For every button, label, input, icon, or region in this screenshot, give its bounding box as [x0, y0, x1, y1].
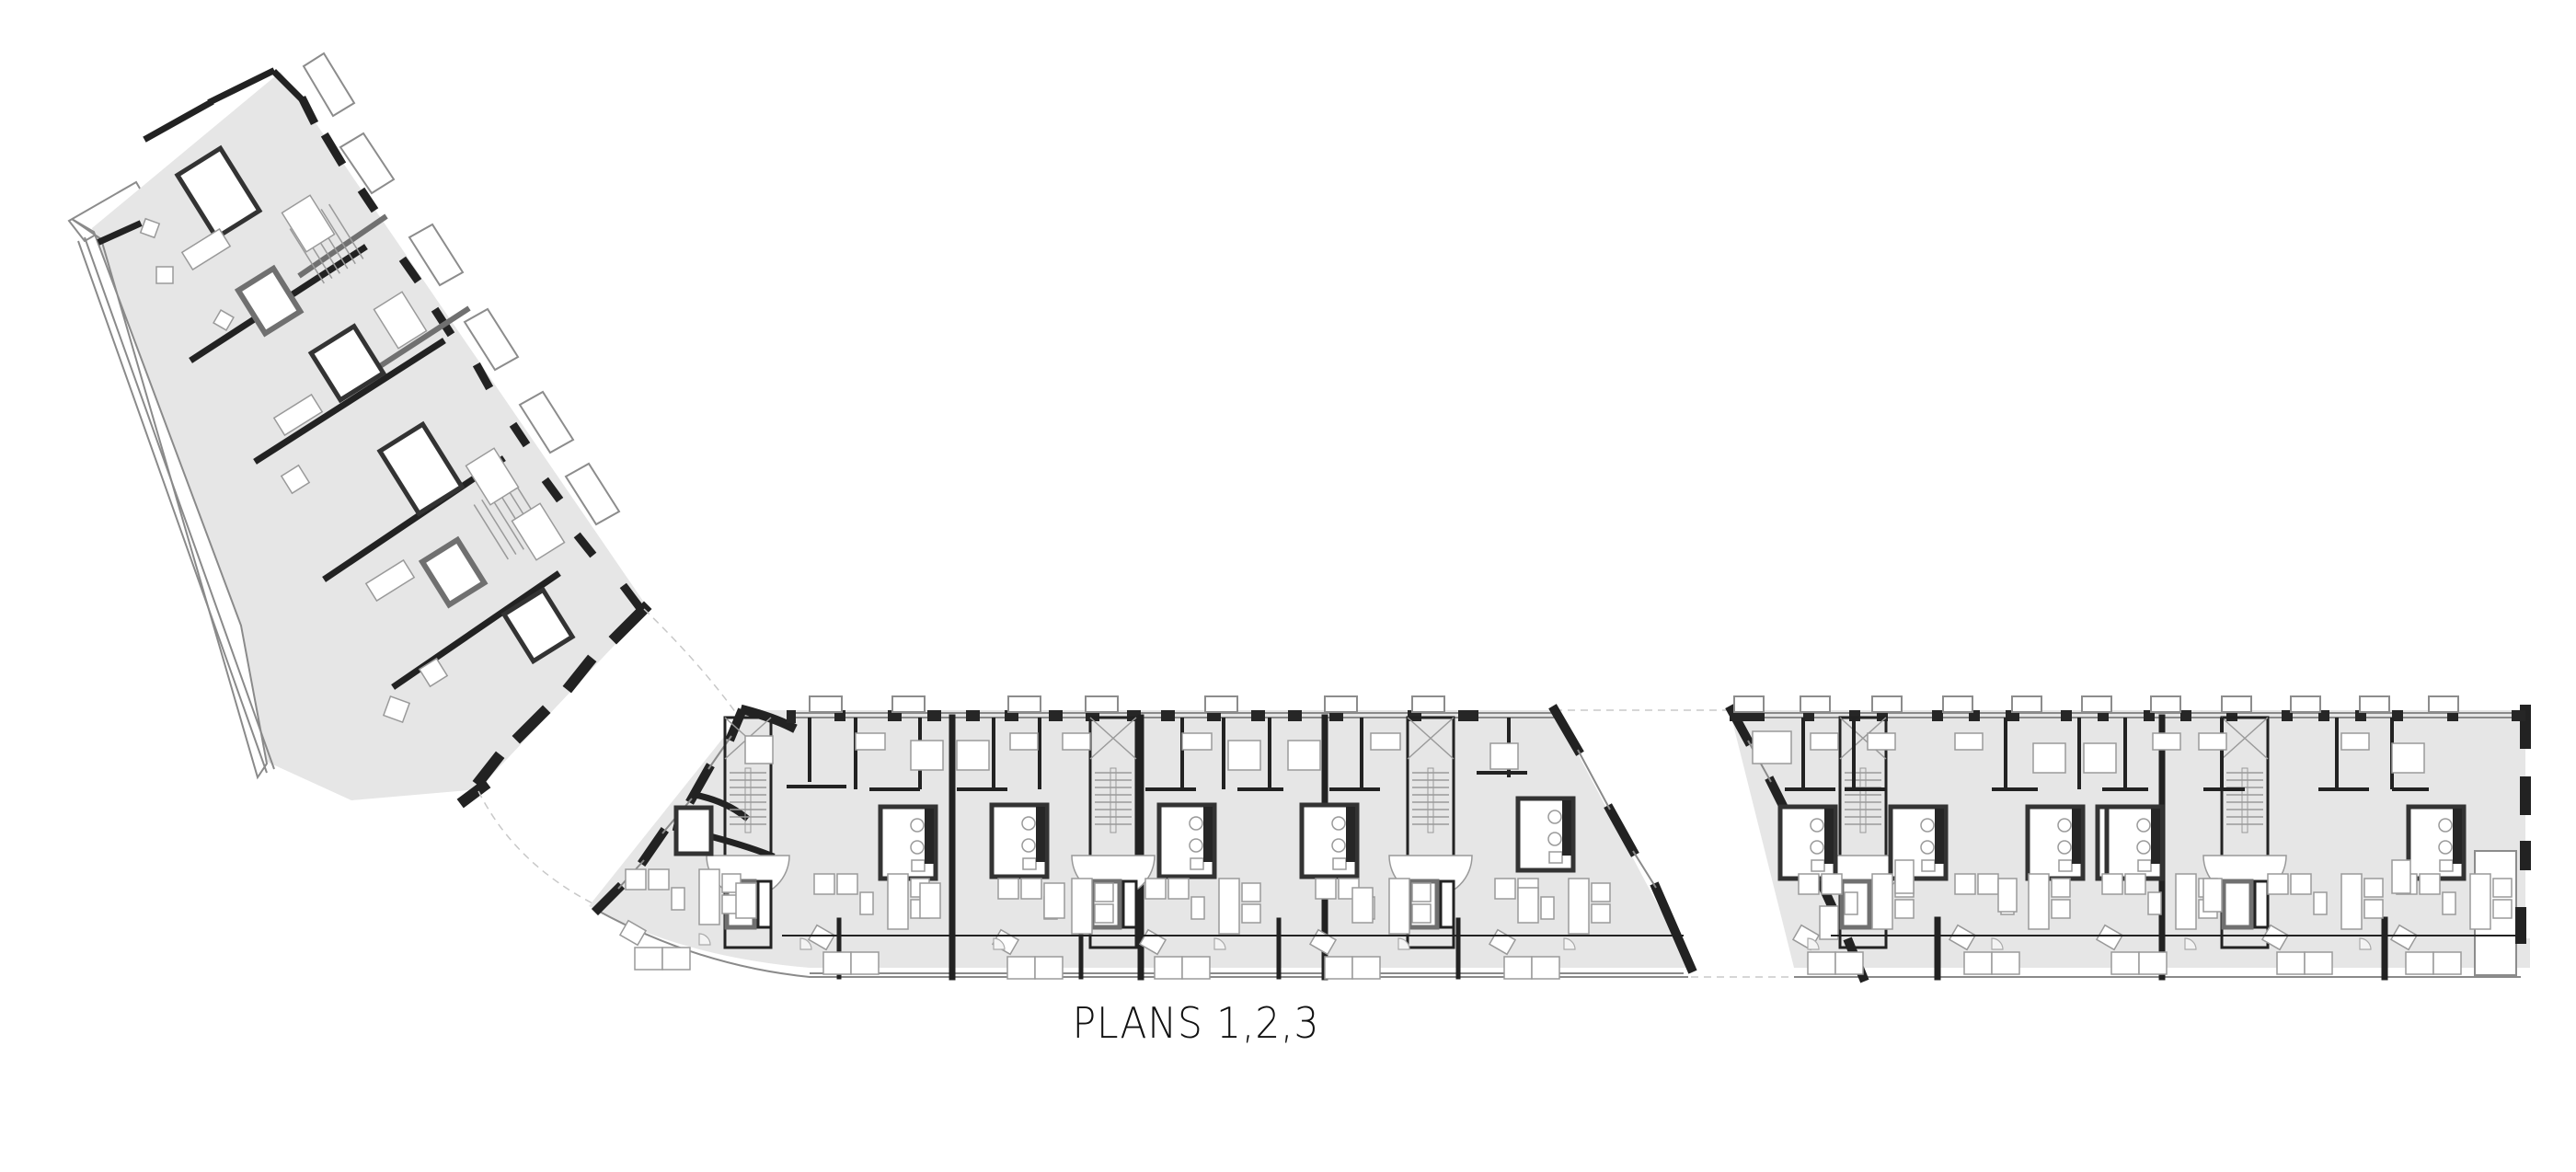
drawing-title: PLANS 1,2,3: [1072, 998, 1320, 1048]
wing-a: [67, 52, 652, 809]
wing-b: [589, 695, 1697, 981]
wing-c: [1725, 695, 2531, 983]
